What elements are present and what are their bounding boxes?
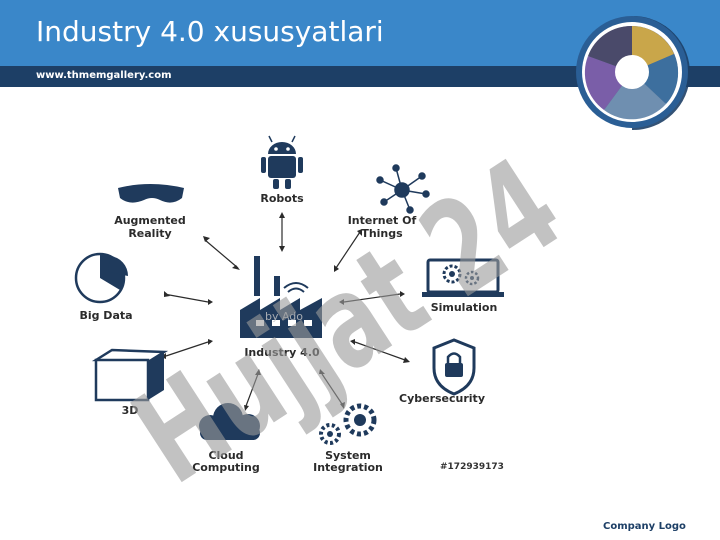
label-simulation: Simulation [431, 301, 498, 314]
label-3d: 3D [122, 404, 139, 417]
label-iot-1: Internet Of [348, 214, 417, 227]
label-cloud-2: Computing [192, 461, 260, 474]
factory-icon [240, 256, 322, 338]
shield-lock-icon [432, 338, 476, 396]
company-logo: Company Logo [603, 521, 686, 532]
stock-id: #172939173 [440, 462, 504, 472]
integration-gears-icon [319, 403, 377, 445]
subtitle-bar [0, 66, 720, 87]
stock-watermark: by Ado [265, 310, 303, 323]
iot-network-icon [376, 164, 430, 214]
label-big-data: Big Data [79, 309, 132, 322]
pie-chart-icon [74, 252, 129, 304]
label-cloud-1: Cloud [208, 449, 243, 462]
label-industry-4: Industry 4.0 [244, 346, 320, 359]
label-robots: Robots [260, 192, 304, 205]
label-iot-2: Things [361, 227, 403, 240]
label-augmented-2: Reality [128, 227, 171, 240]
label-cybersecurity: Cybersecurity [399, 392, 485, 405]
label-system-1: System [325, 449, 371, 462]
slide-title: Industry 4.0 xususyatlari [36, 15, 384, 48]
monitor-gears-icon [422, 258, 504, 297]
corner-logo-badge [576, 16, 691, 131]
label-system-2: Integration [313, 461, 383, 474]
cloud-icon [199, 403, 260, 440]
label-augmented-1: Augmented [114, 214, 186, 227]
website-url: www.thmemgallery.com [36, 70, 172, 81]
arrow-heads [161, 212, 410, 411]
cube-icon [91, 348, 169, 402]
connector-arrows [163, 214, 406, 407]
robot-icon [261, 135, 303, 189]
vr-goggles-icon [118, 184, 184, 203]
industry-4-diagram: Robots Augmented Reality Internet Of Thi… [60, 128, 510, 480]
